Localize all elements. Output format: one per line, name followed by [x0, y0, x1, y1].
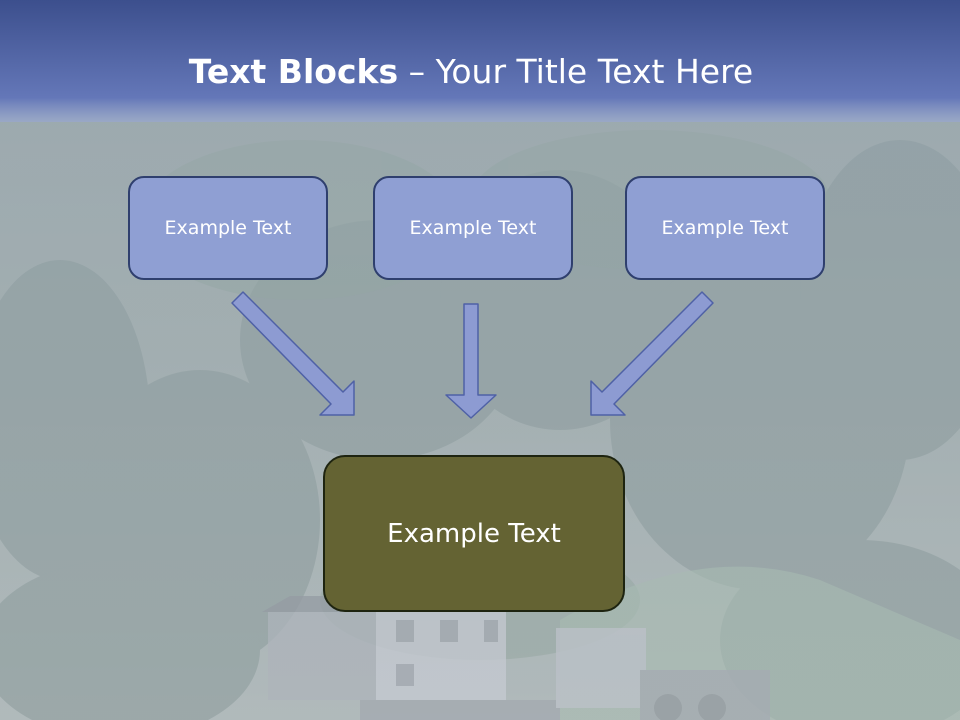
- arrow-left-icon: [231, 291, 355, 416]
- text-block-center-label: Example Text: [409, 217, 537, 239]
- title-rest: Your Title Text Here: [435, 52, 754, 91]
- text-block-left-label: Example Text: [164, 217, 292, 239]
- title-strong: Text Blocks: [188, 52, 399, 91]
- slide-title: Text Blocks – Your Title Text Here: [0, 52, 942, 91]
- arrow-center-icon: [445, 303, 497, 419]
- text-block-center[interactable]: Example Text: [373, 176, 573, 280]
- text-block-left[interactable]: Example Text: [128, 176, 328, 280]
- title-dash: –: [398, 52, 436, 91]
- text-block-right-label: Example Text: [661, 217, 789, 239]
- result-block-label: Example Text: [387, 518, 561, 549]
- result-block[interactable]: Example Text: [323, 455, 625, 612]
- text-block-right[interactable]: Example Text: [625, 176, 825, 280]
- arrow-right-icon: [590, 291, 714, 416]
